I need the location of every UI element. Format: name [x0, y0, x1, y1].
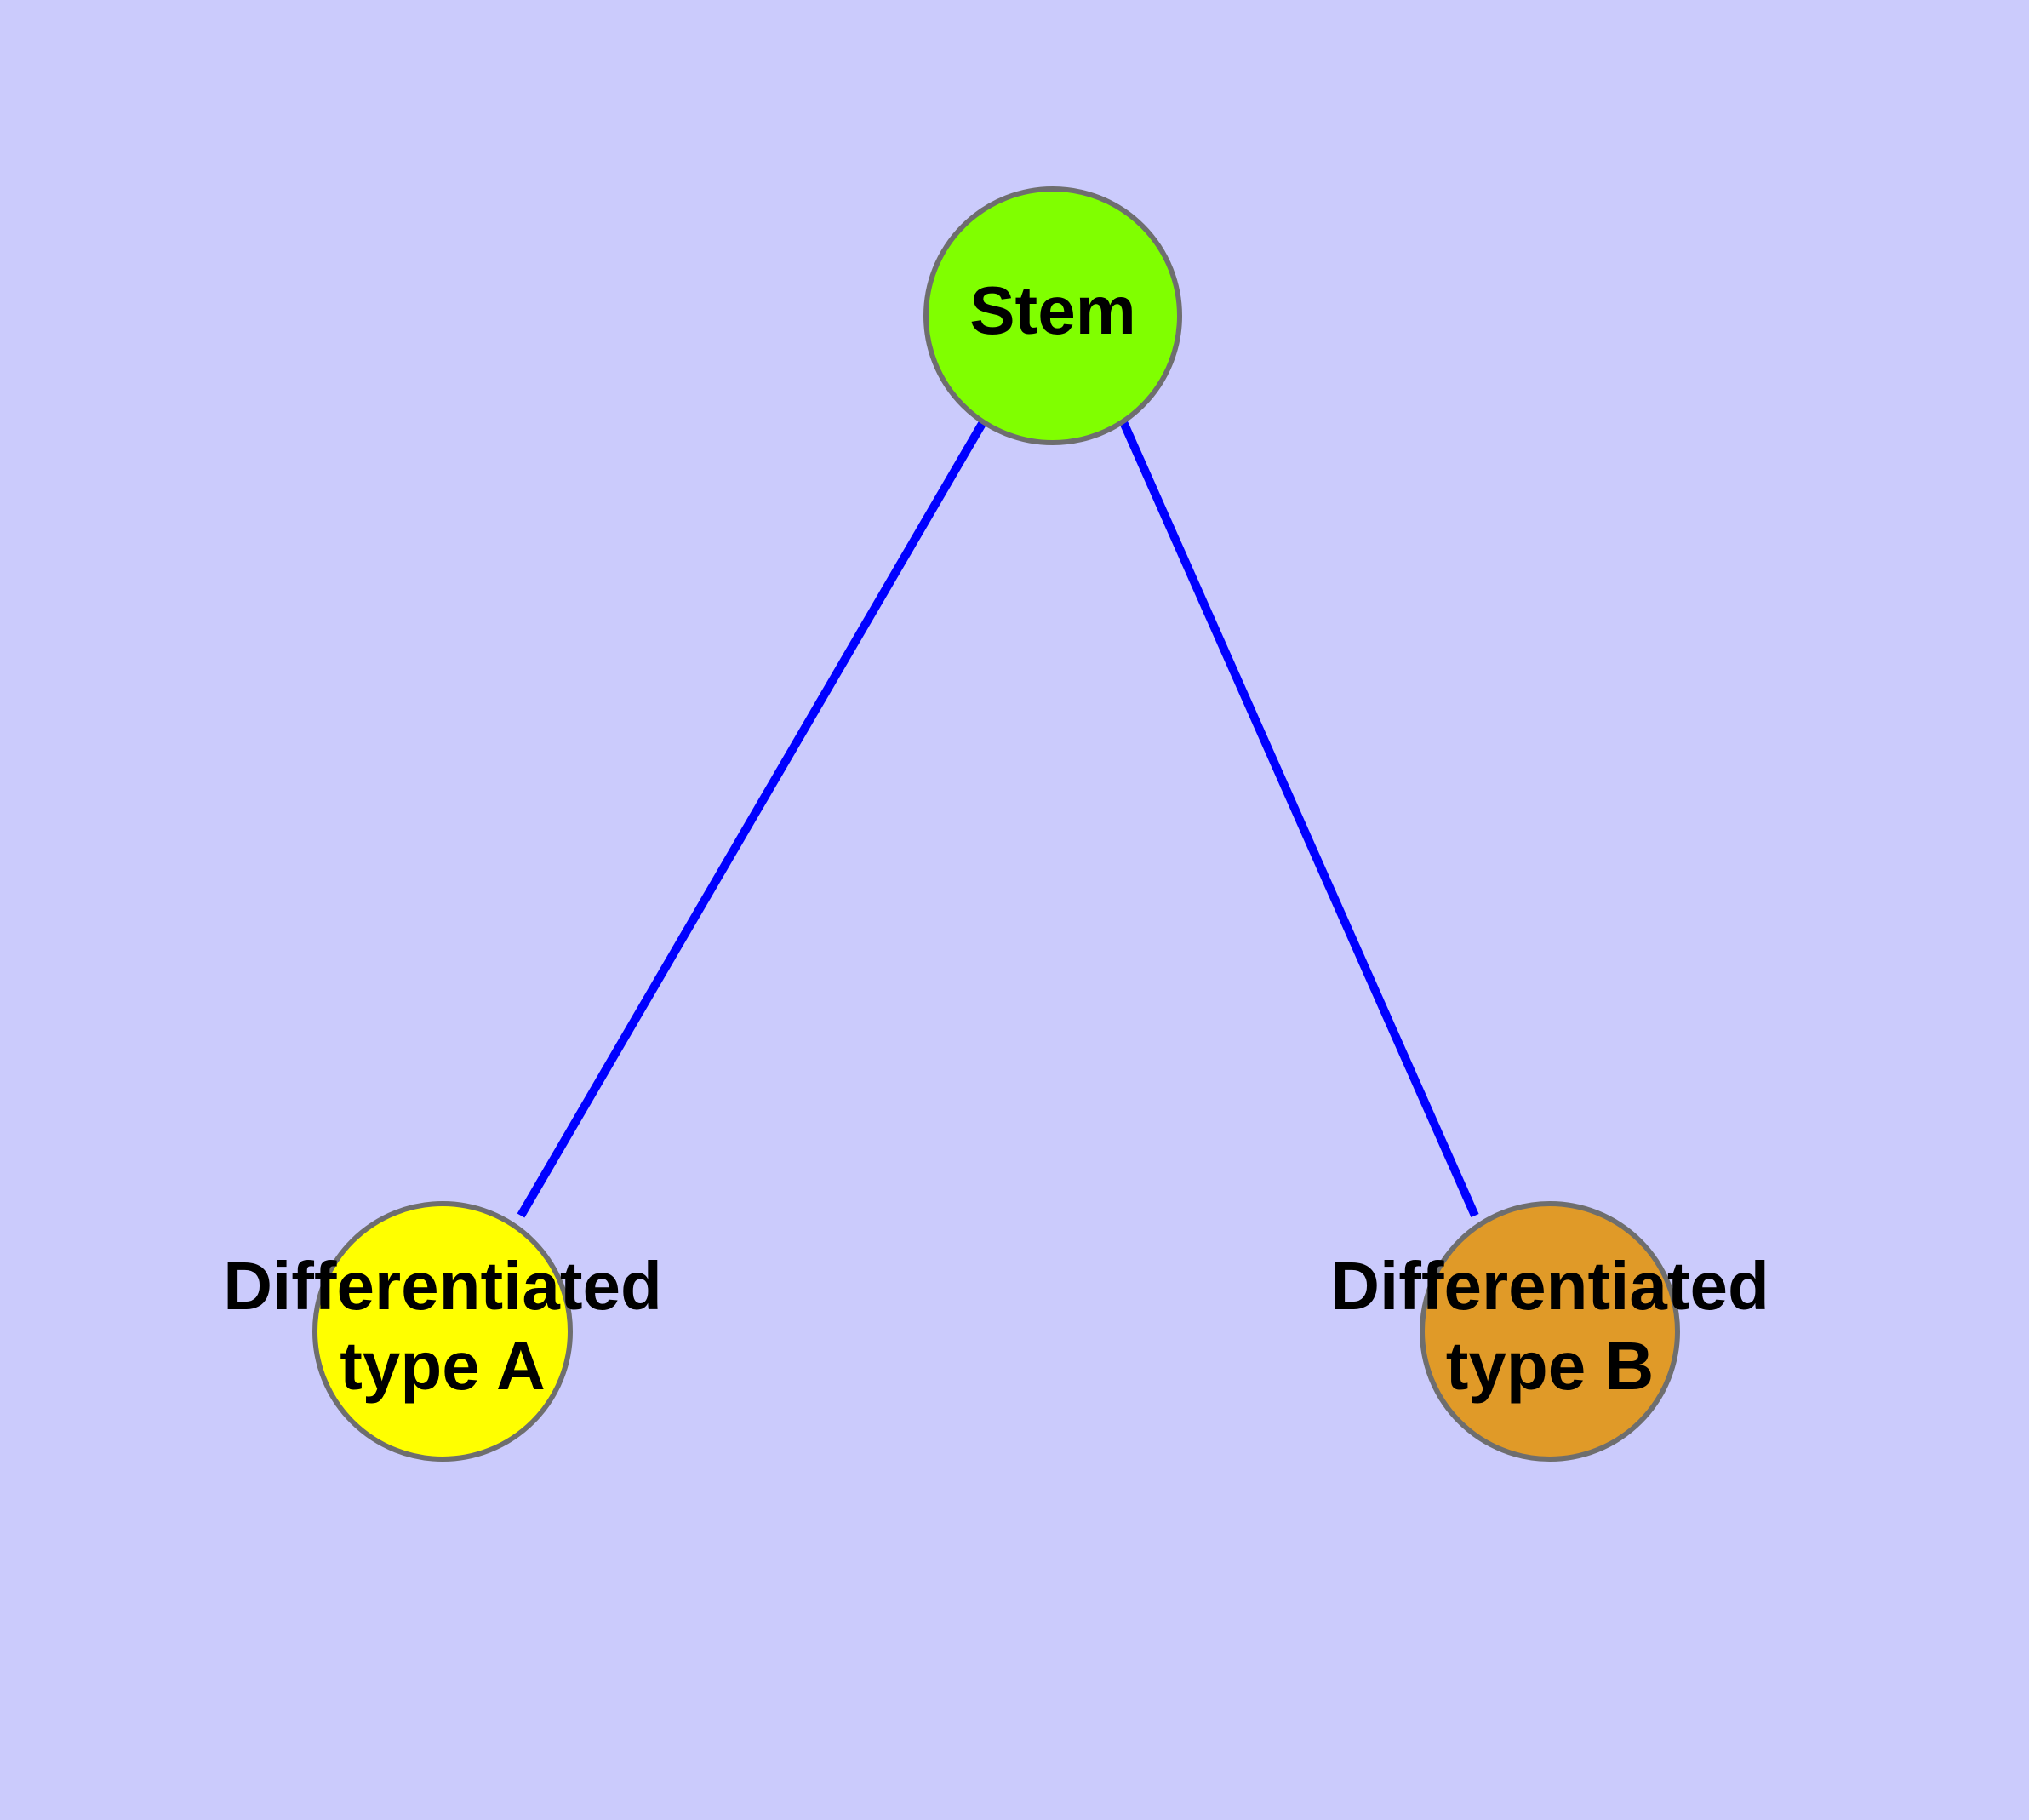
- node-differentiated-type-a-circle[interactable]: [312, 1201, 573, 1462]
- node-label-line: Differentiated: [223, 1248, 662, 1324]
- node-label-line: Differentiated: [1330, 1248, 1769, 1324]
- edge-stem-to-differentiated-type-a: [517, 420, 987, 1218]
- node-label-line: type B: [1446, 1328, 1655, 1404]
- edge-stem-to-differentiated-type-b: [1119, 420, 1479, 1218]
- node-label-line: Stem: [969, 272, 1136, 348]
- node-stem[interactable]: Stem: [923, 186, 1182, 445]
- node-stem-circle[interactable]: [923, 186, 1182, 445]
- node-differentiated-type-b-circle[interactable]: [1420, 1201, 1680, 1462]
- node-label-line: type A: [340, 1328, 546, 1404]
- node-stem-label: Stem: [969, 272, 1136, 348]
- edges-layer: [517, 420, 1479, 1218]
